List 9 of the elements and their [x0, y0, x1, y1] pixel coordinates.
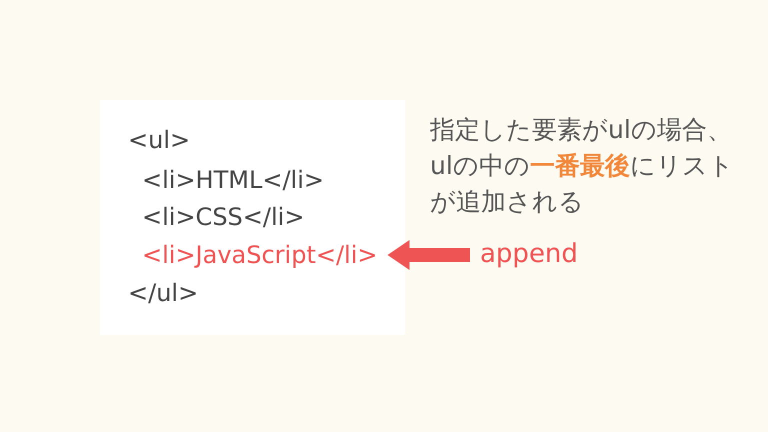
- annotation-text: 指定した要素がulの場合、ulの中の一番最後にリストが追加される: [430, 114, 735, 218]
- arrow: [388, 240, 470, 270]
- code-line: <li>JavaScript</li>: [142, 240, 378, 270]
- code-panel: [100, 100, 405, 335]
- code-line: </ul>: [128, 278, 198, 308]
- code-line: <li>CSS</li>: [142, 202, 304, 232]
- code-line: <li>HTML</li>: [142, 165, 324, 195]
- code-line: <ul>: [128, 125, 190, 155]
- method-label: append: [480, 239, 578, 269]
